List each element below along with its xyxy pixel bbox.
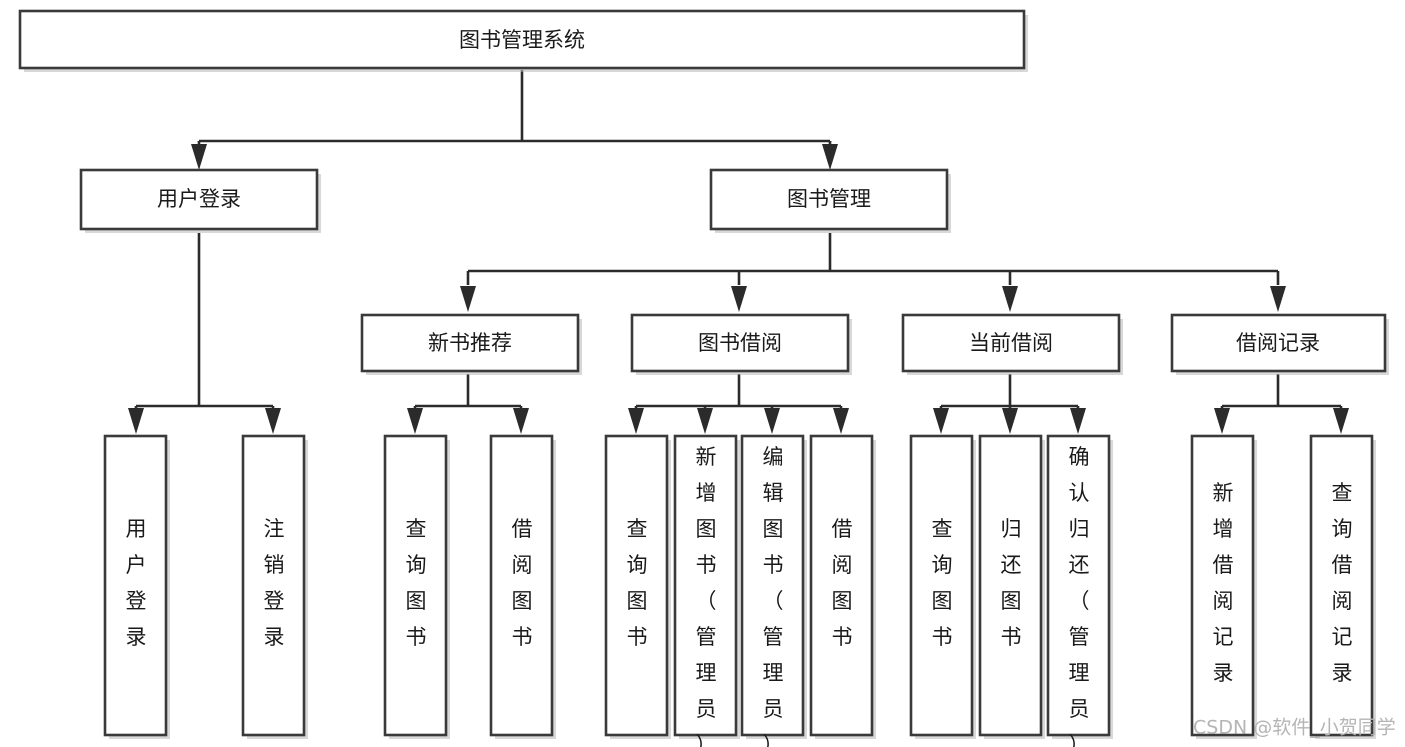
node-leaf-user-logout-label: 注销登录 [264, 517, 285, 649]
node-borrow-record[interactable]: 借阅记录 [1170, 313, 1389, 375]
node-leaf-borrow-book-2[interactable]: 借阅图书 [809, 434, 876, 739]
arrow-to-leaf-return-book [1002, 408, 1018, 434]
arrow-to-leaf-user-login [128, 408, 144, 434]
node-root-label: 图书管理系统 [459, 28, 585, 52]
node-book-manage-label: 图书管理 [787, 187, 871, 211]
node-current-borrow[interactable]: 当前借阅 [901, 313, 1123, 375]
arrow-to-leaf-query-book-1 [407, 408, 423, 434]
arrow-to-book-manage [822, 144, 838, 170]
connector-layer [128, 70, 1349, 434]
node-leaf-query-book-2[interactable]: 查询图书 [604, 434, 671, 739]
node-leaf-add-record-label: 新增借阅记录 [1213, 481, 1234, 685]
node-leaf-edit-book-label: 编辑图书（管理员） [763, 445, 784, 747]
arrow-to-leaf-borrow-book-2 [833, 408, 849, 434]
node-book-borrow[interactable]: 图书借阅 [630, 313, 852, 375]
node-leaf-add-record[interactable]: 新增借阅记录 [1190, 434, 1257, 739]
node-leaf-borrow-book-1-label: 借阅图书 [512, 517, 533, 649]
node-leaf-confirm-return-label: 确认归还（管理员） [1069, 445, 1090, 747]
node-root[interactable]: 图书管理系统 [18, 9, 1028, 72]
node-borrow-record-label: 借阅记录 [1236, 331, 1320, 355]
node-leaf-return-book[interactable]: 归还图书 [978, 434, 1045, 739]
node-new-book-recommend-label: 新书推荐 [428, 331, 512, 355]
node-leaf-user-login[interactable]: 用户登录 [103, 434, 170, 739]
node-new-book-recommend[interactable]: 新书推荐 [360, 313, 582, 375]
node-book-borrow-label: 图书借阅 [698, 331, 782, 355]
arrow-to-book-borrow [731, 286, 747, 312]
csdn-watermark: CSDN @软件_小贺同学 [1193, 717, 1396, 739]
node-leaf-borrow-book-1[interactable]: 借阅图书 [489, 434, 556, 739]
arrow-to-leaf-query-record [1333, 408, 1349, 434]
arrow-to-leaf-user-logout [265, 408, 281, 434]
node-leaf-return-book-label: 归还图书 [1001, 517, 1022, 649]
arrow-to-leaf-add-book [697, 408, 713, 434]
node-leaf-user-logout[interactable]: 注销登录 [241, 434, 308, 739]
arrow-to-leaf-borrow-book-1 [513, 408, 529, 434]
node-leaf-add-book-label: 新增图书（管理员） [696, 445, 717, 747]
node-book-manage[interactable]: 图书管理 [709, 168, 951, 233]
arrow-to-new-book-recommend [460, 286, 476, 312]
arrow-to-leaf-confirm-return [1070, 408, 1086, 434]
node-leaf-user-login-label: 用户登录 [126, 517, 147, 649]
node-leaf-borrow-book-2-label: 借阅图书 [832, 517, 853, 649]
arrow-to-leaf-query-book-3 [933, 408, 949, 434]
node-current-borrow-label: 当前借阅 [969, 331, 1053, 355]
arrow-to-current-borrow [1002, 286, 1018, 312]
node-leaf-query-book-2-label: 查询图书 [627, 517, 648, 649]
node-leaf-query-book-3-label: 查询图书 [932, 517, 953, 649]
node-leaf-add-book[interactable]: 新增图书（管理员） [673, 434, 740, 747]
arrow-to-leaf-add-record [1214, 408, 1230, 434]
node-leaf-confirm-return[interactable]: 确认归还（管理员） [1046, 434, 1113, 747]
node-leaf-edit-book[interactable]: 编辑图书（管理员） [740, 434, 807, 747]
node-leaf-query-book-3[interactable]: 查询图书 [909, 434, 976, 739]
arrow-to-leaf-query-book-2 [628, 408, 644, 434]
node-leaf-query-book-1-label: 查询图书 [406, 517, 427, 649]
arrow-to-leaf-edit-book [764, 408, 780, 434]
node-leaf-query-record-label: 查询借阅记录 [1332, 481, 1353, 685]
arrow-to-user-login [191, 144, 207, 170]
arrow-to-borrow-record [1270, 286, 1286, 312]
node-user-login[interactable]: 用户登录 [79, 168, 321, 233]
node-leaf-query-record[interactable]: 查询借阅记录 [1309, 434, 1376, 739]
node-user-login-label: 用户登录 [157, 187, 241, 211]
node-leaf-query-book-1[interactable]: 查询图书 [383, 434, 450, 739]
